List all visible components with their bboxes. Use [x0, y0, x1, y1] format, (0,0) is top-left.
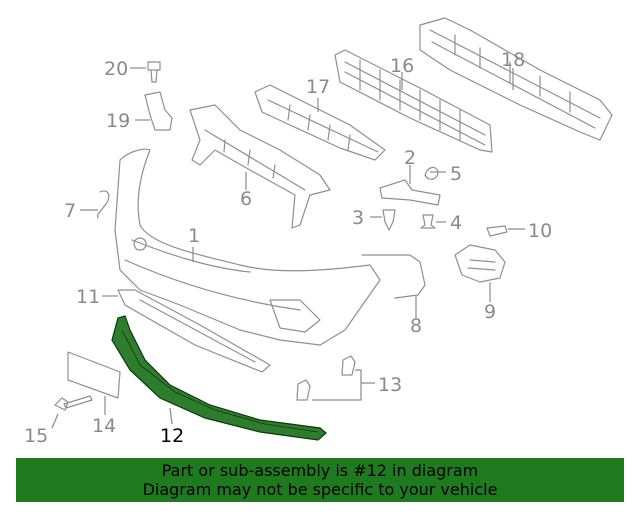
info-banner: Part or sub-assembly is #12 in diagram D…: [16, 458, 624, 502]
callout-4: 4: [450, 212, 462, 234]
callout-8: 8: [410, 315, 422, 337]
callout-7: 7: [64, 200, 76, 222]
callout-5: 5: [450, 163, 462, 185]
callout-19: 19: [106, 110, 130, 132]
callout-10: 10: [528, 220, 552, 242]
callout-6: 6: [240, 188, 252, 210]
callout-14: 14: [92, 415, 116, 437]
callout-16: 16: [390, 55, 414, 77]
callout-12-highlighted: 12: [160, 425, 184, 447]
part-20-bolt: [147, 61, 161, 83]
callout-2: 2: [404, 147, 416, 169]
part-19-sensor-bracket: [144, 91, 173, 131]
callout-11: 11: [76, 286, 100, 308]
part-12-lower-spoiler-highlighted: [111, 315, 327, 441]
part-13-fasteners: [296, 355, 356, 401]
part-3-clip: [382, 209, 396, 231]
part-15-screw: [54, 395, 93, 411]
callout-18: 18: [501, 49, 525, 71]
part-10-cover: [486, 225, 508, 237]
callout-20: 20: [104, 58, 128, 80]
part-17-energy-absorber: [254, 84, 386, 161]
callout-15: 15: [24, 425, 48, 447]
callout-1: 1: [188, 225, 200, 247]
part-5-cap: [424, 166, 439, 180]
callout-3: 3: [352, 207, 364, 229]
part-11-lower-lip: [117, 289, 271, 373]
part-9-fog-bezel: [454, 244, 506, 283]
part-18-bumper-beam: [419, 17, 613, 141]
part-2-bracket: [379, 179, 441, 206]
callout-9: 9: [484, 301, 496, 323]
part-8-trim: [361, 254, 426, 299]
banner-line-2: Diagram may not be specific to your vehi…: [142, 480, 498, 499]
part-6-mounting-bracket: [189, 104, 331, 229]
parts-diagram: 20 19 7 1 6 17 16 18 2 5 3 4 10 11 8 9 1…: [24, 17, 613, 447]
part-1-bumper-cover: [114, 148, 381, 346]
callout-13: 13: [378, 374, 402, 396]
part-16-grille: [334, 49, 493, 153]
part-7-clip: [97, 190, 110, 219]
banner-line-1: Part or sub-assembly is #12 in diagram: [161, 461, 479, 480]
callout-17: 17: [306, 76, 330, 98]
part-4-clip: [420, 214, 436, 229]
part-14-license-plate-bracket: [67, 351, 121, 399]
leader-lines: [51, 67, 525, 429]
